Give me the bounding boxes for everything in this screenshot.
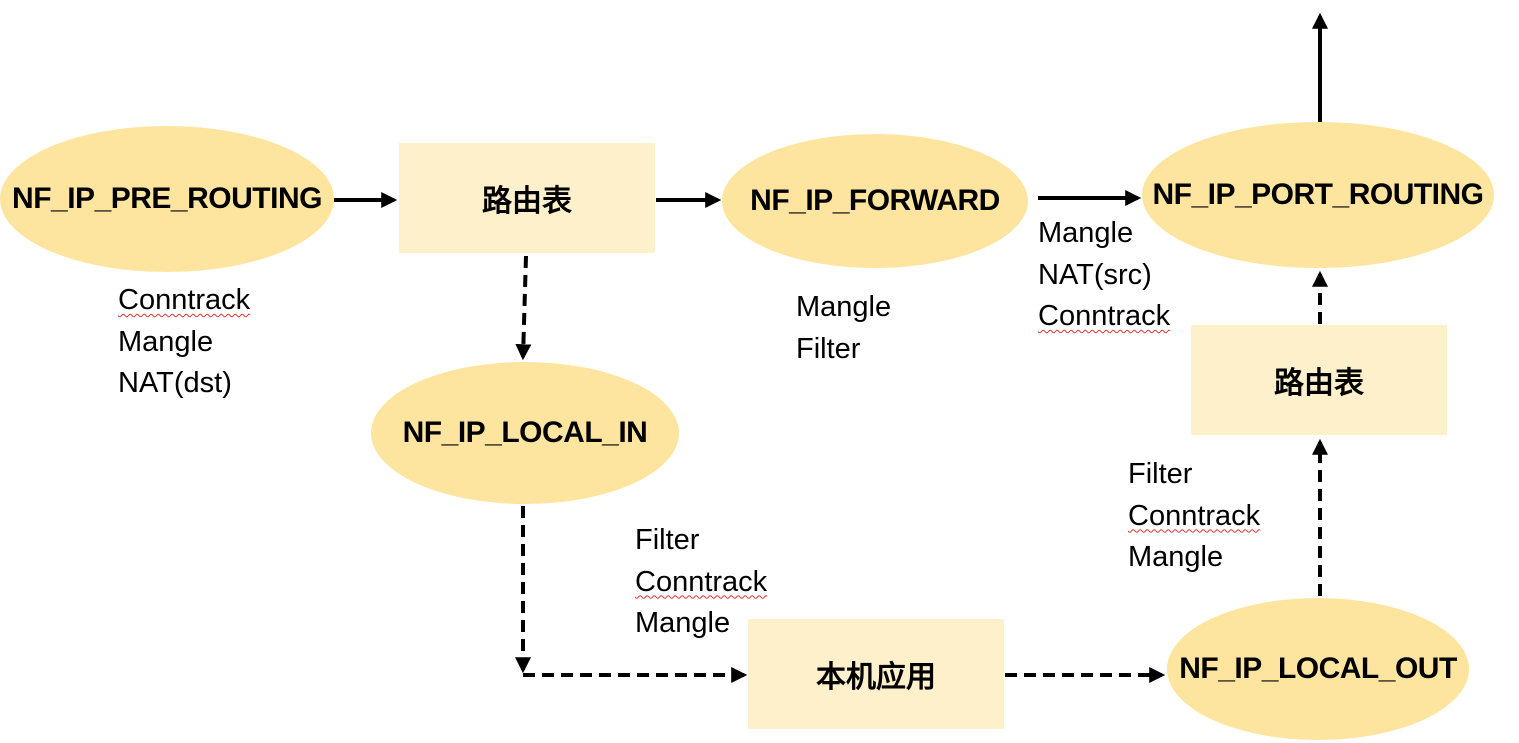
tables-post-routing: Mangle NAT(src) Conntrack [1038,213,1170,338]
node-local-out-label: NF_IP_LOCAL_OUT [1179,652,1457,685]
node-route-table-1: 路由表 [399,143,655,253]
node-post-routing-label: NF_IP_PORT_ROUTING [1152,178,1484,211]
table-label: NAT(src) [1038,258,1152,291]
node-forward-label: NF_IP_FORWARD [750,184,1000,217]
node-local-out: NF_IP_LOCAL_OUT [1167,598,1469,740]
table-label: Mangle [635,607,731,639]
node-pre-routing: NF_IP_PRE_ROUTING [0,126,334,272]
arrow-route-to-localin [515,255,532,361]
node-local-app-label: 本机应用 [816,660,936,695]
table-label: Mangle [1038,217,1134,249]
table-label: Conntrack [1128,499,1261,532]
node-route-table-2-label: 路由表 [1274,366,1364,401]
table-label: NAT(dst) [118,367,232,399]
node-route-table-1-label: 路由表 [482,184,572,219]
table-label: Conntrack [635,565,768,598]
tables-local-in: Filter Conntrack Mangle [635,520,767,645]
table-label: Filter [1128,458,1193,490]
table-label: Filter [635,524,700,556]
table-label: Mangle [796,291,892,323]
table-label: Conntrack [118,284,251,316]
table-label: Conntrack [1038,300,1171,332]
node-forward: NF_IP_FORWARD [722,134,1028,268]
node-post-routing: NF_IP_PORT_ROUTING [1142,122,1494,268]
tables-local-out: Filter Conntrack Mangle [1128,454,1260,579]
node-route-table-2: 路由表 [1191,325,1447,435]
tables-pre-routing: Conntrack Mangle NAT(dst) [118,280,250,405]
table-label: Mangle [1128,541,1224,573]
table-label: Mangle [118,325,214,358]
node-local-app: 本机应用 [748,619,1004,729]
tables-forward: Mangle Filter [796,287,891,370]
table-label: Filter [796,332,861,365]
node-local-in-label: NF_IP_LOCAL_IN [402,416,648,449]
node-local-in: NF_IP_LOCAL_IN [371,362,679,504]
node-pre-routing-label: NF_IP_PRE_ROUTING [12,182,322,215]
